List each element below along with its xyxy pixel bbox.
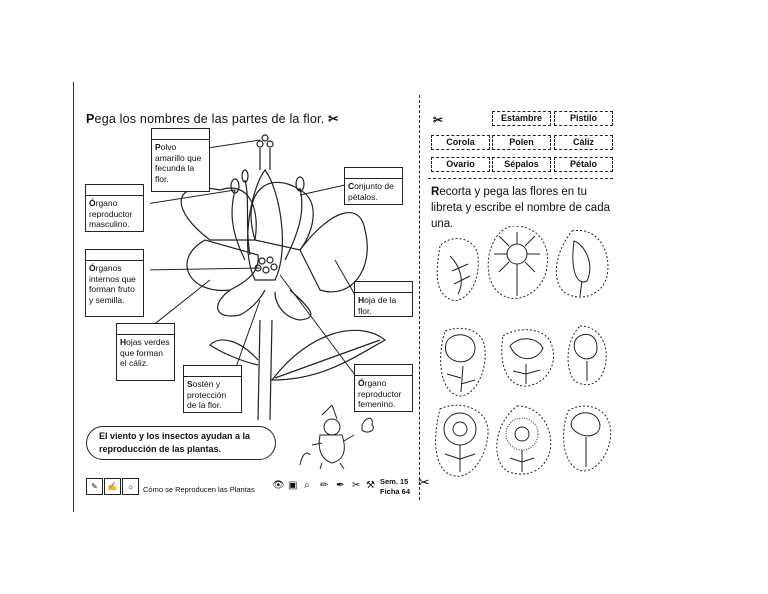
cut-line-vertical — [419, 95, 420, 500]
pencil-icon: ✏ — [320, 480, 329, 491]
scissors-icon: ✂ — [433, 113, 444, 127]
label-petalo[interactable]: Hoja de la flor. — [354, 281, 413, 317]
word-caliz[interactable]: Cáliz — [554, 135, 613, 150]
magnifier-icon: ⌕ — [304, 480, 310, 491]
footer-icon-1: ✎ — [86, 478, 103, 495]
ficha-label: Ficha 64 — [380, 487, 411, 496]
cutout-7 — [435, 404, 489, 477]
cutout-6 — [567, 325, 607, 386]
label-pistilo[interactable]: Órgano reproductor femenino. — [354, 364, 413, 412]
footer-icon-2: ✍ — [104, 478, 121, 495]
brush-icon: ✒ — [336, 480, 345, 491]
cut-instructions: Recorta y pega las flores en tu libreta … — [431, 186, 610, 230]
label-estambre[interactable]: Órgano reproductor masculino. — [85, 184, 144, 232]
week-label: Sem. 15 — [380, 477, 409, 486]
cutout-1 — [436, 238, 479, 302]
worksheet-title: Pega los nombres de las partes de la flo… — [86, 112, 339, 126]
word-petalo[interactable]: Pétalo — [554, 157, 613, 172]
label-ovario[interactable]: Órganos internos que forman fruto y semi… — [85, 249, 144, 317]
tools-icon: ⚒ — [366, 480, 375, 491]
label-caliz[interactable]: Hojas verdes que forman el cáliz. — [116, 323, 175, 381]
speech-bubble: El viento y los insectos ayudan a la rep… — [86, 426, 276, 460]
label-corola[interactable]: Conjunto de pétalos. — [344, 167, 403, 205]
cut-line-horizontal — [428, 178, 613, 179]
flower-diagram — [150, 134, 387, 421]
cutout-9 — [563, 405, 612, 472]
cutout-8 — [496, 405, 552, 475]
word-estambre[interactable]: Estambre — [492, 111, 551, 126]
footer-title: Cómo se Reproducen las Plantas — [143, 485, 255, 494]
gnome-illustration — [299, 405, 374, 470]
word-corola[interactable]: Corola — [431, 135, 490, 150]
cutout-3 — [555, 229, 609, 298]
word-ovario[interactable]: Ovario — [431, 157, 490, 172]
eye-icon: 👁 — [272, 480, 285, 491]
word-sepalos[interactable]: Sépalos — [492, 157, 551, 172]
cutout-4 — [440, 327, 486, 397]
scissors-icon: ✂ — [328, 112, 339, 126]
label-polen[interactable]: Polvo amarillo que fecunda la flor. — [151, 128, 210, 192]
book-icon: ▣ — [288, 480, 298, 491]
label-tallo[interactable]: Sostén y protección de la flor. — [183, 365, 242, 413]
page-margin-line — [73, 82, 74, 512]
cutout-2 — [487, 226, 549, 299]
scissors-icon: ✂ — [352, 480, 361, 491]
cutout-5 — [501, 329, 554, 387]
scissors-cut-icon: ✂ — [418, 474, 430, 490]
word-pistilo[interactable]: Pistilo — [554, 111, 613, 126]
footer-icon-3: ☼ — [122, 478, 139, 495]
word-polen[interactable]: Polen — [492, 135, 551, 150]
flower-cutouts — [435, 226, 612, 477]
